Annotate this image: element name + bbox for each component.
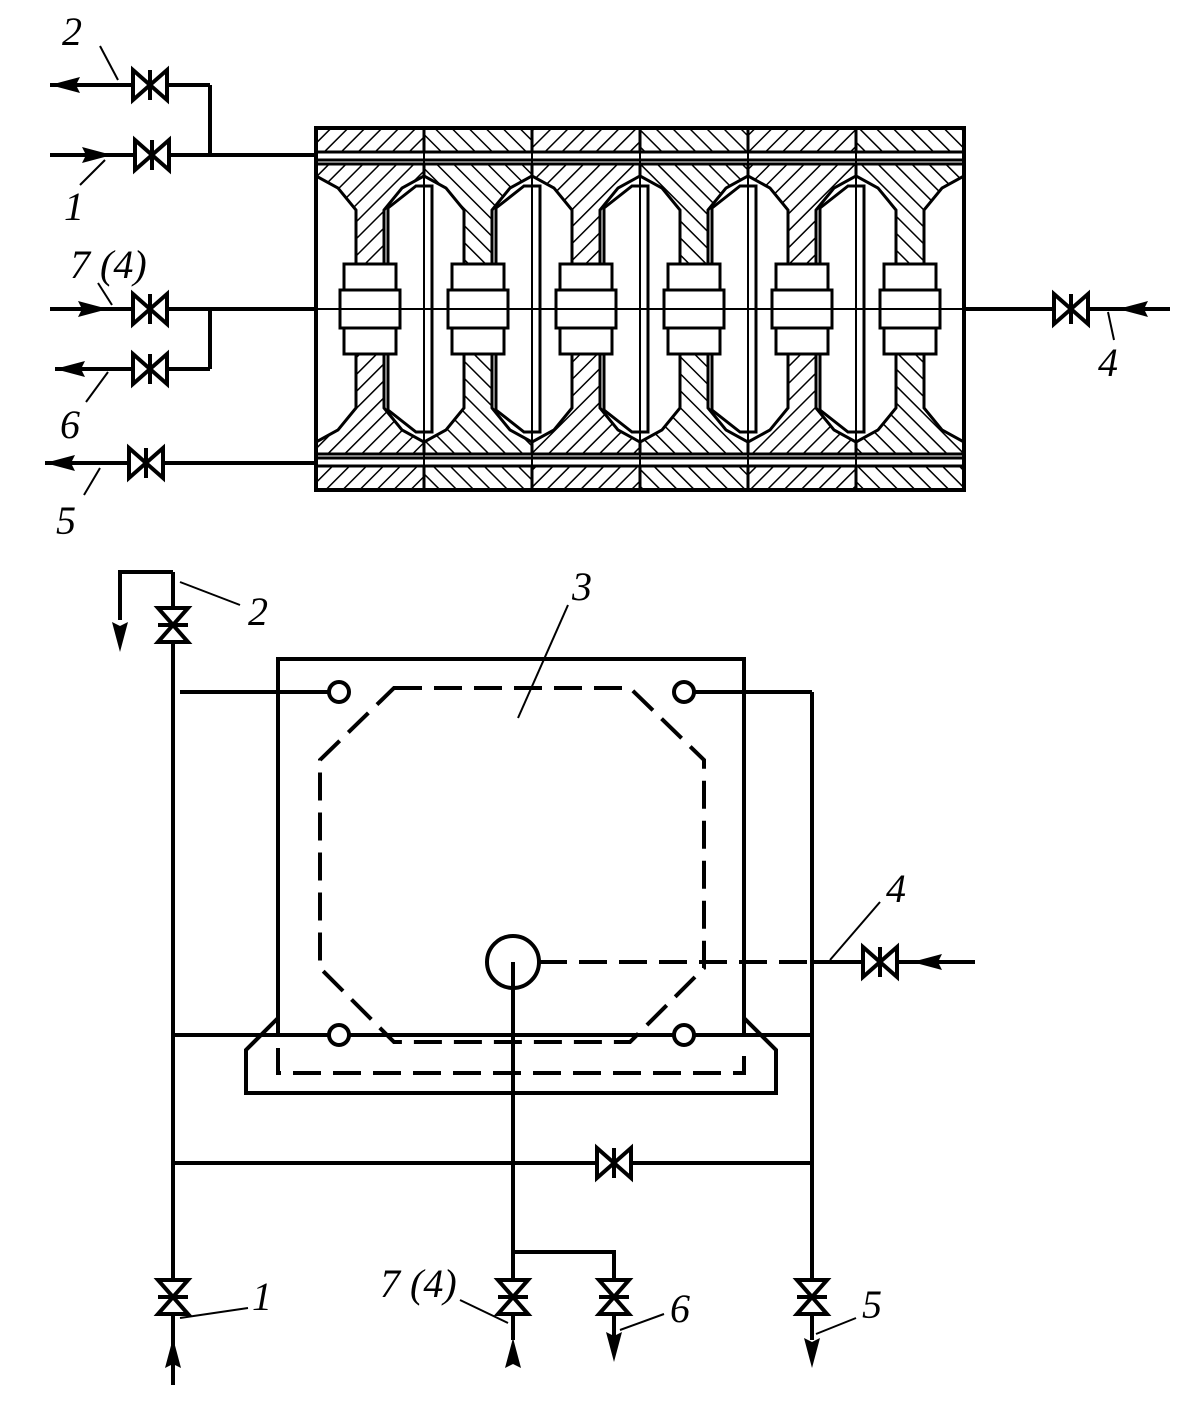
pipe-2-outlet bbox=[118, 570, 173, 620]
label-1-bottom: 1 bbox=[252, 1274, 272, 1319]
pipe-group-1-2 bbox=[50, 83, 316, 157]
leader-line bbox=[179, 1307, 249, 1319]
label-1-top: 1 bbox=[64, 184, 84, 229]
valve-icon[interactable] bbox=[594, 1278, 634, 1316]
arrow-icon bbox=[50, 77, 80, 93]
leader-line bbox=[517, 604, 569, 719]
leader-line bbox=[815, 1317, 857, 1335]
leader-line bbox=[1107, 311, 1115, 341]
label-6-bottom: 6 bbox=[670, 1286, 690, 1331]
arrow-icon bbox=[78, 301, 108, 317]
leader-line bbox=[179, 581, 241, 606]
valve-icon[interactable] bbox=[153, 1278, 193, 1316]
leader-line bbox=[99, 45, 119, 81]
port-icon bbox=[327, 1023, 351, 1047]
label-2-bottom: 2 bbox=[248, 589, 268, 634]
plate-top-bar bbox=[854, 126, 966, 154]
arrow-icon bbox=[55, 361, 85, 377]
arrow-icon bbox=[1118, 301, 1148, 317]
label-3: 3 bbox=[571, 564, 592, 609]
plate-bottom-bar bbox=[314, 464, 426, 492]
plate-top-bar bbox=[638, 126, 750, 154]
label-7-4-top: 7 (4) bbox=[70, 242, 147, 287]
leader-line bbox=[85, 371, 109, 403]
leader-line bbox=[829, 901, 881, 961]
leader-line bbox=[619, 1313, 665, 1331]
arrow-icon bbox=[505, 1338, 521, 1368]
port-icon bbox=[327, 680, 351, 704]
valve-icon[interactable] bbox=[131, 349, 169, 389]
valve-icon[interactable] bbox=[153, 606, 193, 644]
label-4-top: 4 bbox=[1098, 340, 1118, 385]
leader-line bbox=[79, 159, 106, 186]
label-2-top: 2 bbox=[62, 9, 82, 54]
filter-chamber-dashed bbox=[318, 686, 706, 1044]
plate-bottom-bar bbox=[638, 464, 750, 492]
leader-line bbox=[459, 1299, 509, 1324]
leader-line bbox=[83, 467, 101, 496]
plate-top-bar bbox=[422, 126, 534, 154]
arrow-icon bbox=[165, 1338, 181, 1368]
label-4-bottom: 4 bbox=[886, 866, 906, 911]
valve-icon[interactable] bbox=[493, 1278, 533, 1316]
arrow-icon bbox=[82, 147, 112, 163]
valve-icon[interactable] bbox=[1052, 289, 1090, 329]
pipe-6-branch bbox=[513, 1250, 616, 1345]
plate-bottom-bar bbox=[854, 464, 966, 492]
valve-icon[interactable] bbox=[792, 1278, 832, 1316]
valve-icon[interactable] bbox=[131, 289, 169, 329]
plate-bottom-bar bbox=[746, 464, 858, 492]
leader-line bbox=[97, 282, 113, 306]
plate-top-bar bbox=[530, 126, 642, 154]
valve-icon[interactable] bbox=[861, 942, 899, 982]
label-5-bottom: 5 bbox=[862, 1282, 882, 1327]
bottom-view-section: 2 3 4 1 7 (4) 6 5 bbox=[112, 564, 975, 1385]
arrow-icon bbox=[45, 455, 75, 471]
arrow-icon bbox=[606, 1332, 622, 1362]
pipe-group-6-7 bbox=[50, 307, 316, 371]
arrow-icon bbox=[912, 954, 942, 970]
port-icon bbox=[672, 680, 696, 704]
valve-icon[interactable] bbox=[595, 1143, 633, 1183]
plate-top-bar bbox=[746, 126, 858, 154]
top-view-section: 2 1 7 (4) 6 5 4 bbox=[45, 9, 1170, 543]
arrow-icon bbox=[112, 622, 128, 652]
plate-bottom-bar bbox=[422, 464, 534, 492]
valve-icon[interactable] bbox=[133, 135, 171, 175]
valve-icon[interactable] bbox=[131, 65, 169, 105]
valve-icon[interactable] bbox=[127, 443, 165, 483]
arrow-icon bbox=[804, 1338, 820, 1368]
label-6-top: 6 bbox=[60, 402, 80, 447]
port-icon bbox=[672, 1023, 696, 1047]
label-7-4-bottom: 7 (4) bbox=[380, 1261, 457, 1306]
label-5-top: 5 bbox=[56, 498, 76, 543]
plate-top-bar bbox=[314, 126, 426, 154]
plate-bottom-bar bbox=[530, 464, 642, 492]
